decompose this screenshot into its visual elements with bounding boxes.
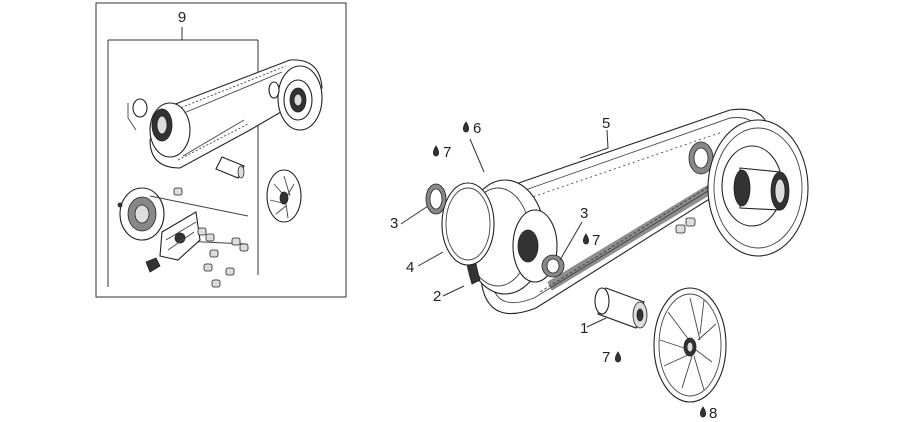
kit-driven-clutch — [268, 65, 323, 131]
kit-bracket — [107, 27, 259, 287]
callout-1: 1 — [580, 320, 588, 337]
washer-upper — [688, 141, 714, 175]
kit-inset-frame — [95, 2, 347, 298]
kit-rollers — [173, 187, 249, 288]
kit-nut — [145, 257, 161, 273]
drop-icon-8 — [699, 406, 707, 418]
callout-7-bottom: 7 — [602, 349, 610, 366]
kit-variator — [117, 187, 249, 245]
callout-labels: 1 2 3 3 4 5 6 7 7 7 8 — [390, 115, 717, 422]
callout-3-right: 3 — [580, 205, 588, 222]
sleeve — [594, 287, 648, 329]
drop-icon-7a — [432, 145, 440, 157]
callout-2: 2 — [433, 288, 441, 305]
leader-lines — [400, 129, 609, 328]
drive-face-ring — [441, 182, 495, 266]
callout-7-top: 7 — [443, 144, 451, 161]
driven-pulley — [707, 119, 809, 257]
kit-number-label: 9 — [178, 9, 186, 26]
callout-6: 6 — [473, 120, 481, 137]
callout-5: 5 — [602, 115, 610, 132]
kit-inset: 9 — [95, 2, 347, 298]
washer-right — [541, 254, 565, 278]
washer-left — [425, 183, 447, 215]
callout-4: 4 — [406, 259, 414, 276]
small-bushings — [675, 217, 696, 234]
callout-3-left: 3 — [390, 215, 398, 232]
kit-sleeve — [215, 156, 245, 179]
callout-7-middle: 7 — [592, 232, 600, 249]
kit-fan — [266, 169, 302, 223]
kit-drive-pulley — [127, 98, 191, 158]
fan-drive-face — [653, 287, 727, 403]
drop-icon-7c — [614, 351, 622, 363]
drop-icon-7b — [582, 233, 590, 245]
lubricant-drop-symbols — [432, 121, 707, 418]
callout-8: 8 — [709, 405, 717, 422]
kit-ramp-plate — [159, 211, 201, 261]
drop-icon-6 — [462, 121, 470, 133]
